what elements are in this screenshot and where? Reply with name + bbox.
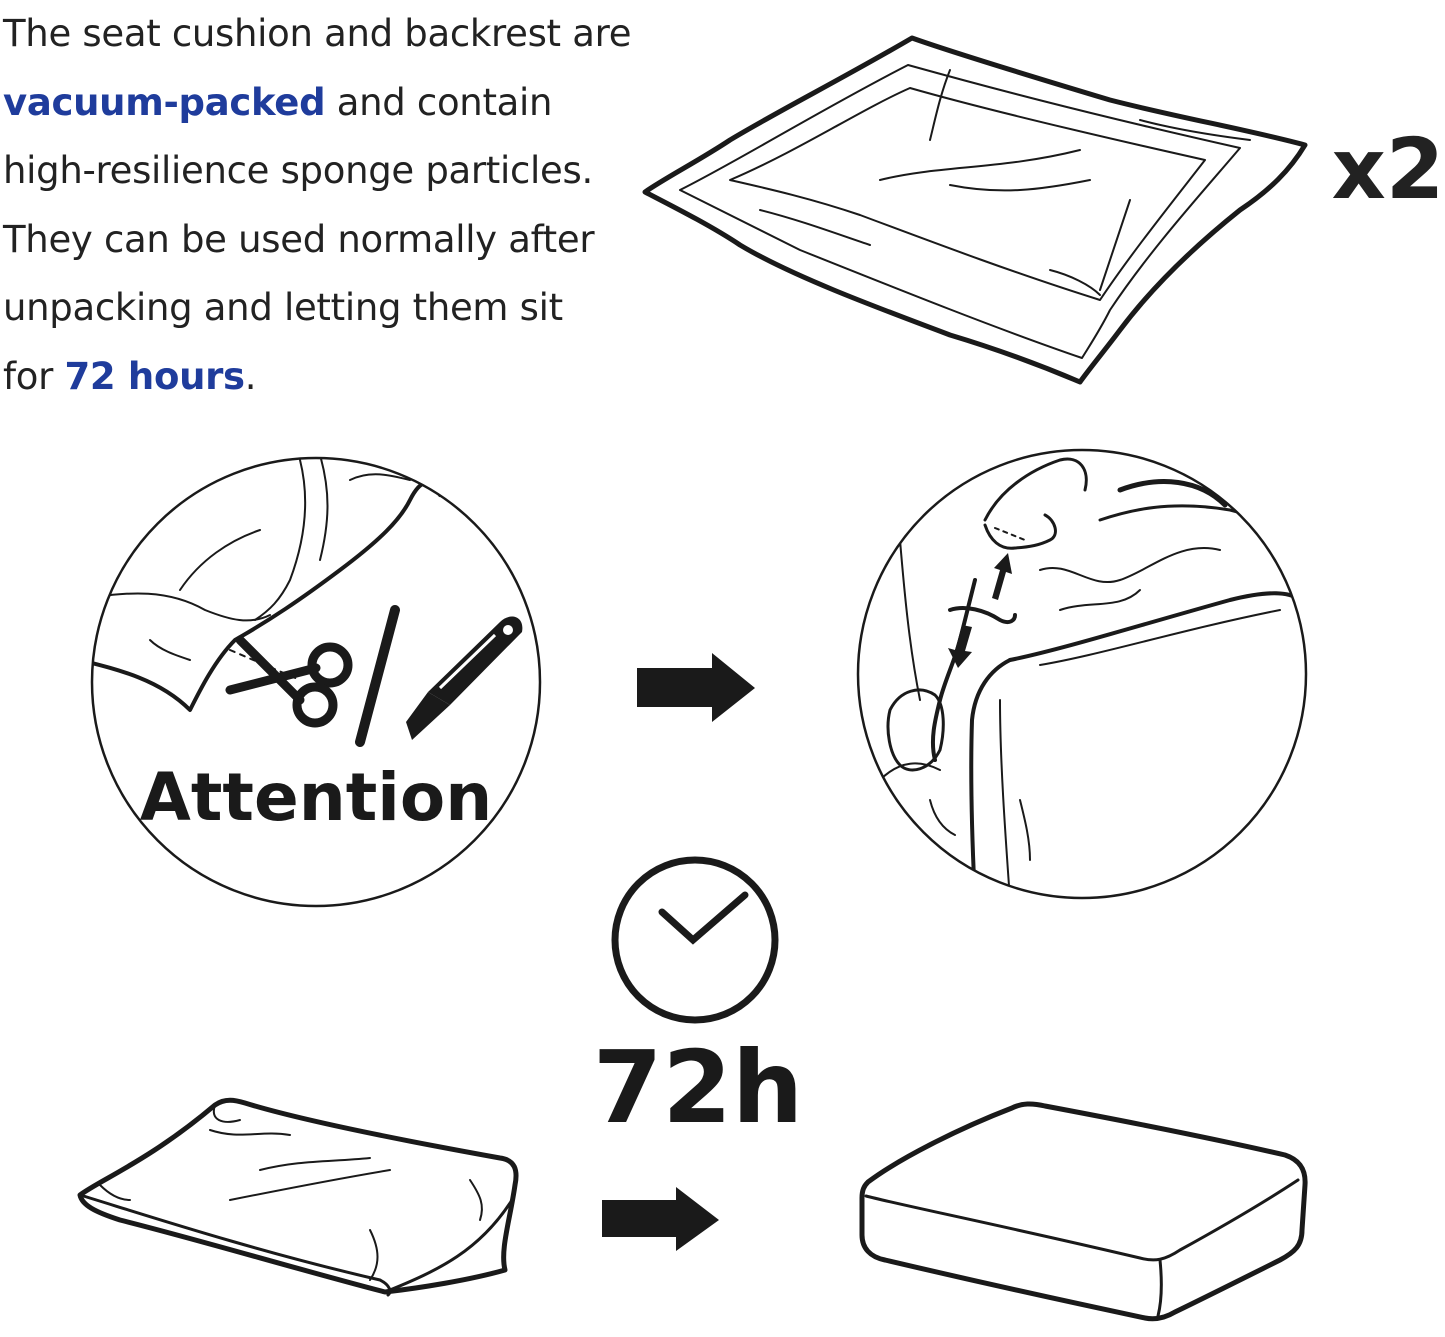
utility-knife-icon xyxy=(406,616,523,740)
expanded-cushion-icon xyxy=(859,1101,1308,1322)
intro-line-2-rest: and contain xyxy=(325,80,553,124)
quantity-label: x2 xyxy=(1332,120,1445,218)
arrow-right-icon xyxy=(602,1187,719,1251)
intro-line-1: The seat cushion and backrest are xyxy=(3,12,632,55)
intro-line-6: for 72 hours. xyxy=(3,343,643,412)
attention-label: Attention xyxy=(140,759,492,836)
intro-line-6-suffix: . xyxy=(244,354,257,398)
intro-line-4: They can be used normally after xyxy=(3,217,595,261)
highlight-72-hours: 72 hours xyxy=(64,354,245,398)
arrow-right-icon xyxy=(637,653,755,722)
unpacking-circle xyxy=(856,448,1308,900)
intro-text: The seat cushion and backrest are vacuum… xyxy=(3,0,643,411)
scissors-icon xyxy=(225,635,353,728)
slash-divider xyxy=(355,605,400,747)
intro-line-2: vacuum-packed and contain xyxy=(3,69,643,138)
attention-circle: Attention xyxy=(90,456,542,908)
highlight-vacuum-packed: vacuum-packed xyxy=(3,80,326,124)
clock-icon xyxy=(611,856,779,1024)
pull-direction-arrows xyxy=(948,553,1012,668)
compressed-cushion-icon xyxy=(77,1097,519,1297)
intro-line-5: unpacking and letting them sit xyxy=(3,286,563,329)
vacuum-bag-icon xyxy=(642,35,1308,385)
intro-line-3: high-resilience sponge particles. xyxy=(3,149,593,192)
intro-line-6-prefix: for xyxy=(3,354,65,398)
duration-label: 72h xyxy=(593,1029,803,1146)
